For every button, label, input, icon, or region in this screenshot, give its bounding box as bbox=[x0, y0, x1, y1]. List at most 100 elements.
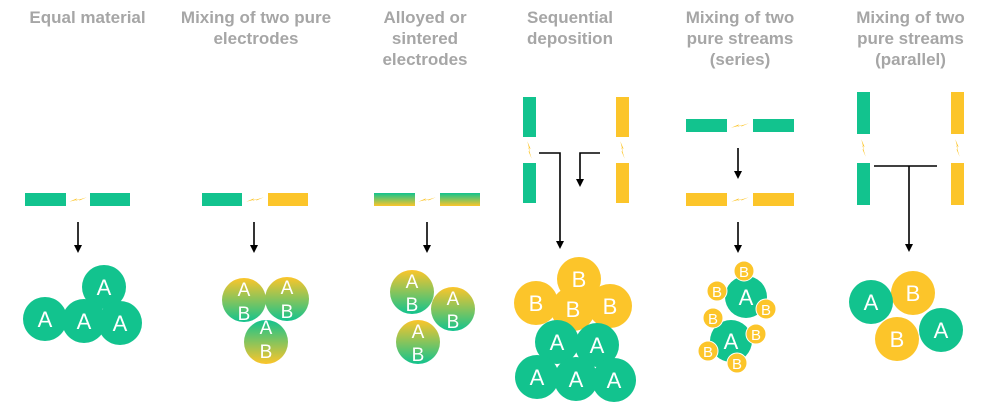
particle-label-b: B bbox=[890, 327, 905, 352]
particle-label-a: A bbox=[113, 311, 128, 336]
particle-label-a: A bbox=[724, 329, 739, 354]
particle-b bbox=[891, 271, 935, 315]
particle-label-b: B bbox=[406, 295, 419, 316]
column-title-mixing-pure-electrodes: Mixing of two pure electrodes bbox=[180, 8, 332, 48]
spark-icon bbox=[731, 197, 749, 202]
particle-ab bbox=[222, 278, 266, 322]
spark-icon bbox=[955, 139, 960, 157]
particle-cluster-mixed: A B A B A B bbox=[222, 277, 309, 364]
column-title-alloyed-sintered: Alloyed or sintered electrodes bbox=[382, 8, 468, 69]
column-title-mixing-streams-parallel: Mixing of two pure streams (parallel) bbox=[856, 8, 965, 69]
column-title-mixing-streams-series: Mixing of two pure streams (series) bbox=[685, 8, 795, 69]
particle-ab bbox=[265, 277, 309, 321]
particle-label-a: A bbox=[550, 330, 565, 355]
electrode-bottom-yellow bbox=[951, 163, 964, 205]
electrode-top-teal bbox=[523, 97, 536, 137]
spark-icon bbox=[418, 197, 436, 202]
arrow-down-icon bbox=[576, 152, 600, 187]
particle-label-a: A bbox=[412, 322, 425, 343]
electrode-left-teal bbox=[202, 193, 242, 206]
electrode-pair-equal bbox=[25, 193, 130, 206]
particle-label-b: B bbox=[751, 327, 761, 344]
particle-label-a: A bbox=[607, 368, 622, 393]
particle-a bbox=[849, 280, 893, 324]
particle-ab bbox=[396, 320, 440, 364]
electrode-top-yellow bbox=[616, 97, 629, 137]
electrode-bottom-teal bbox=[857, 163, 870, 205]
particle-label-a: A bbox=[569, 367, 584, 392]
electrode-top-yellow bbox=[951, 92, 964, 134]
electrode-left-yellow bbox=[686, 193, 727, 206]
particle-label-b: B bbox=[238, 304, 251, 325]
particle-a bbox=[535, 320, 579, 364]
particle-a bbox=[23, 297, 67, 341]
particle-label-a: A bbox=[97, 275, 112, 300]
particle-label-a: A bbox=[238, 280, 251, 301]
electrode-right-yellow bbox=[268, 193, 308, 206]
particle-label-b: B bbox=[572, 267, 587, 292]
spark-icon bbox=[69, 197, 87, 202]
particle-a bbox=[62, 299, 106, 343]
spark-icon bbox=[620, 141, 625, 159]
electrode-stack-sequential bbox=[523, 97, 629, 203]
electrode-left-teal bbox=[25, 193, 66, 206]
electrode-pair-two-pure bbox=[202, 193, 308, 206]
spark-icon bbox=[861, 139, 866, 157]
particle-label-b: B bbox=[529, 291, 544, 316]
particle-a bbox=[554, 357, 598, 401]
particle-ab bbox=[431, 287, 475, 331]
electrode-right-teal bbox=[90, 193, 130, 206]
particle-label-a: A bbox=[530, 365, 545, 390]
particle-label-b: B bbox=[712, 284, 722, 301]
particle-label-a: A bbox=[934, 318, 949, 343]
particle-a bbox=[98, 301, 142, 345]
particle-a bbox=[82, 265, 126, 309]
particle-label-b: B bbox=[447, 312, 460, 333]
particle-ab bbox=[244, 320, 288, 364]
particle-cluster-series: A A B B B B B B B bbox=[697, 260, 777, 374]
particle-label-b: B bbox=[260, 342, 273, 363]
electrode-bottom-teal bbox=[523, 163, 536, 203]
electrode-stack-parallel bbox=[857, 92, 964, 205]
particle-label-a: A bbox=[406, 272, 419, 293]
particle-cluster-sequential: B B B B A A A A A bbox=[514, 257, 636, 402]
particle-a bbox=[515, 355, 559, 399]
electrode-right-alloyed bbox=[440, 193, 480, 206]
particle-label-a: A bbox=[590, 333, 605, 358]
electrode-pair-series-yellow bbox=[686, 193, 794, 206]
particle-cluster-equal: A A A A bbox=[23, 265, 142, 345]
particle-label-a: A bbox=[739, 285, 754, 310]
particle-a bbox=[710, 320, 752, 362]
particle-label-b: B bbox=[739, 264, 749, 281]
particle-b bbox=[875, 317, 919, 361]
particle-cluster-parallel: B A B A bbox=[849, 271, 963, 361]
small-particles-b: B B B B B B B bbox=[697, 260, 777, 374]
spark-icon bbox=[527, 141, 532, 159]
particle-ab bbox=[390, 270, 434, 314]
spark-icon bbox=[246, 197, 264, 202]
particle-label-b: B bbox=[281, 302, 294, 323]
particle-label-a: A bbox=[38, 307, 53, 332]
particle-label-b: B bbox=[906, 281, 921, 306]
particle-label-a: A bbox=[864, 290, 879, 315]
column-title-equal-material: Equal material bbox=[29, 8, 146, 27]
spark-icon bbox=[731, 123, 749, 128]
electrode-right-teal bbox=[753, 119, 794, 132]
particle-a bbox=[919, 308, 963, 352]
electrode-top-teal bbox=[857, 92, 870, 134]
column-title-sequential-deposition: Sequential deposition bbox=[527, 8, 613, 48]
particle-label-b: B bbox=[566, 297, 581, 322]
particle-label-b: B bbox=[412, 345, 425, 366]
particle-label-a: A bbox=[281, 278, 294, 299]
particle-a bbox=[592, 358, 636, 402]
particle-label-b: B bbox=[732, 356, 742, 373]
particle-label-a: A bbox=[260, 318, 273, 339]
particle-b bbox=[514, 281, 558, 325]
particle-label-b: B bbox=[703, 344, 713, 361]
particle-b bbox=[551, 287, 595, 331]
electrode-left-teal bbox=[686, 119, 727, 132]
particle-label-b: B bbox=[761, 302, 771, 319]
electrode-pair-alloyed bbox=[374, 193, 480, 206]
electrode-left-alloyed bbox=[374, 193, 415, 206]
